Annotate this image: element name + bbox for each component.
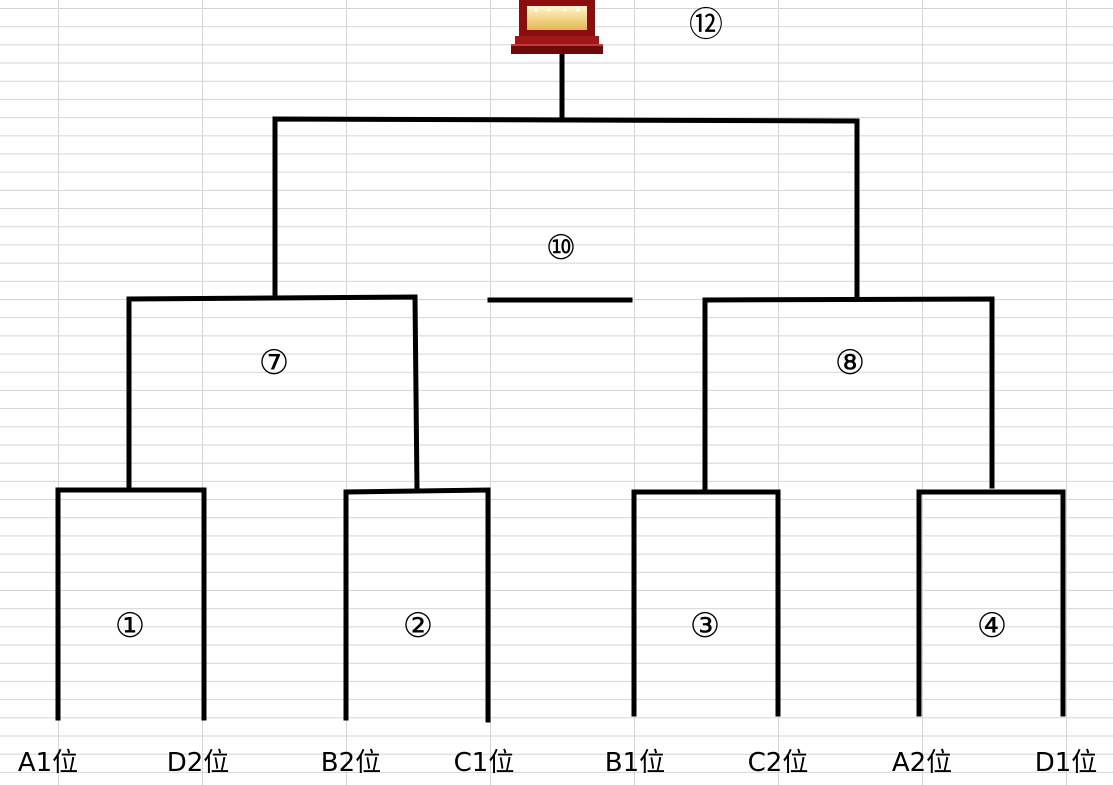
bracket-line-match-8 xyxy=(702,296,995,493)
first-round-match-number-1: ① xyxy=(114,606,146,646)
trophy-icon xyxy=(511,0,603,54)
team-label-d2: D2位 xyxy=(166,748,230,778)
quarterfinal-match-number-8: ⑧ xyxy=(834,343,866,383)
first-round-match-number-2: ② xyxy=(402,606,434,646)
team-label-c2: C2位 xyxy=(747,748,809,778)
team-label-b2: B2位 xyxy=(320,748,382,778)
bracket-line-match-2 xyxy=(343,487,491,723)
first-round-match-number-3: ③ xyxy=(689,606,721,646)
quarterfinal-match-number-7: ⑦ xyxy=(258,343,290,383)
bracket-line-final xyxy=(272,116,860,302)
team-label-a1: A1位 xyxy=(17,748,79,778)
team-label-d1: D1位 xyxy=(1034,748,1098,778)
bracket-line-match-1 xyxy=(55,487,207,721)
team-label-b1: B1位 xyxy=(604,748,666,778)
bracket-line-match-3 xyxy=(631,489,781,717)
team-label-c1: C1位 xyxy=(453,748,515,778)
final-match-number: ⑫ xyxy=(689,5,723,45)
semifinal-match-number: ⑩ xyxy=(545,228,577,268)
team-label-a2: A2位 xyxy=(891,748,953,778)
bracket-line-match-7 xyxy=(126,294,420,493)
bracket-line-match-4 xyxy=(916,489,1066,717)
first-round-match-number-4: ④ xyxy=(976,606,1008,646)
